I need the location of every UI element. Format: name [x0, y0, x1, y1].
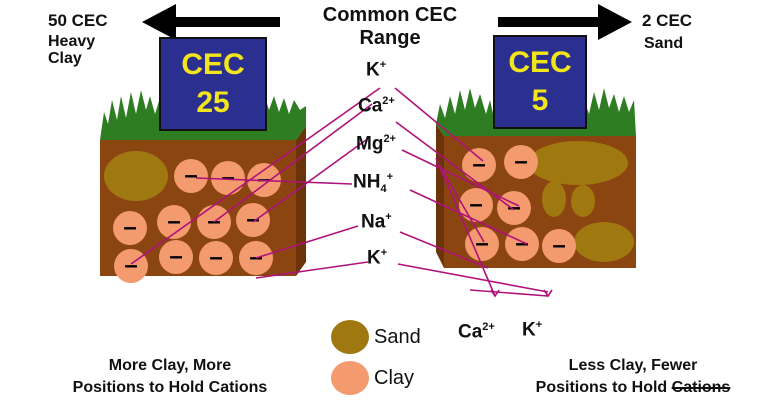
- page-title-line2: Range: [359, 27, 421, 49]
- legend-sand-label: Sand: [374, 326, 421, 348]
- ion-ca: Ca2+: [358, 95, 395, 117]
- cation-connection-lines: [130, 87, 553, 298]
- clay-particle: [174, 159, 208, 193]
- left-soil-block: –––––––––––: [100, 37, 306, 283]
- sand-particle: [542, 181, 566, 217]
- right-sign-text: CEC 5: [494, 44, 586, 120]
- free-ion-ca: Ca2+: [458, 321, 495, 343]
- connection-line: [399, 231, 489, 269]
- connection-line: [439, 165, 485, 243]
- left-soil-type-line1: Heavy: [48, 33, 96, 50]
- legend-clay-label: Clay: [374, 367, 415, 389]
- connection-line: [255, 261, 369, 279]
- legend-sand-swatch: [331, 320, 369, 354]
- sand-particle: [574, 222, 634, 262]
- connection-line: [213, 103, 373, 223]
- left-soil-type: Heavy Clay: [48, 33, 95, 67]
- right-caption-struck-word: Cations: [671, 379, 731, 396]
- arrowhead: [490, 289, 500, 298]
- page-title-line1: Common CEC: [322, 4, 458, 26]
- right-sign: [493, 35, 587, 129]
- right-soil-type: Sand: [644, 35, 684, 52]
- right-caption-line2: Positions to Hold Cations: [535, 379, 731, 396]
- clay-particle: [157, 205, 191, 239]
- negative-charge: –: [515, 230, 528, 257]
- ion-k-2: K+: [367, 247, 388, 269]
- negative-charge: –: [246, 206, 259, 233]
- clay-particle: [236, 203, 270, 237]
- connection-line: [397, 263, 549, 293]
- negative-charge: –: [167, 208, 180, 235]
- negative-charge: –: [507, 194, 520, 221]
- legend-clay-swatch: [331, 361, 369, 395]
- right-cec-value: 2 CEC: [642, 11, 693, 30]
- connection-line: [255, 225, 359, 259]
- ion-na: Na+: [361, 211, 392, 233]
- negative-charge: –: [552, 232, 565, 259]
- left-sign-line1: CEC: [181, 48, 245, 81]
- negative-charge: –: [169, 243, 182, 270]
- right-caption: Less Clay, Fewer Positions to Hold Catio…: [500, 355, 766, 399]
- sand-particle: [571, 185, 595, 217]
- ion-k: K+: [366, 59, 387, 81]
- clay-particle: [113, 211, 147, 245]
- negative-charge: –: [514, 148, 527, 175]
- ion-mg: Mg2+: [356, 133, 396, 155]
- connection-line: [469, 289, 549, 297]
- clay-particle: [462, 148, 496, 182]
- right-soil-block: –––––––: [436, 35, 636, 268]
- clay-particle: [211, 161, 245, 195]
- connection-line: [395, 121, 515, 211]
- connection-line: [401, 149, 520, 207]
- clay-particle: [199, 241, 233, 275]
- left-sign: [159, 37, 267, 131]
- left-sign-line2: 25: [196, 86, 230, 119]
- connection-line: [130, 87, 381, 265]
- left-caption: More Clay, More Positions to Hold Cation…: [30, 355, 310, 399]
- left-arrow: [142, 4, 280, 40]
- left-cec-value: 50 CEC: [48, 11, 108, 30]
- negative-charge: –: [209, 244, 222, 271]
- clay-particle: [159, 240, 193, 274]
- page-title: Common CEC Range: [290, 4, 490, 50]
- negative-charge: –: [475, 230, 488, 257]
- right-caption-line1: Less Clay, Fewer: [568, 357, 698, 374]
- negative-charge: –: [124, 252, 137, 279]
- right-sign-line2: 5: [531, 84, 549, 117]
- left-caption-line2: Positions to Hold Cations: [72, 379, 268, 396]
- negative-charge: –: [469, 191, 482, 218]
- connection-line: [195, 177, 353, 185]
- sand-particle: [528, 141, 628, 185]
- connection-line: [435, 157, 496, 297]
- negative-charge: –: [123, 214, 136, 241]
- left-soil-type-line2: Clay: [48, 50, 82, 67]
- left-caption-line1: More Clay, More: [108, 357, 232, 374]
- free-ion-k: K+: [522, 319, 543, 341]
- connection-line: [394, 87, 484, 162]
- negative-charge: –: [221, 164, 234, 191]
- arrowhead: [543, 289, 553, 298]
- connection-line: [252, 139, 367, 223]
- clay-particle: [542, 229, 576, 263]
- clay-particle: [504, 145, 538, 179]
- negative-charge: –: [184, 162, 197, 189]
- clay-particle: [505, 227, 539, 261]
- sand-particle: [104, 151, 168, 201]
- ion-nh4: NH4+: [353, 171, 394, 196]
- left-sign-text: CEC 25: [160, 46, 266, 122]
- negative-charge: –: [472, 151, 485, 178]
- clay-particle: [465, 227, 499, 261]
- right-sign-line1: CEC: [508, 46, 572, 79]
- connection-line: [409, 189, 528, 245]
- right-arrow: [498, 4, 632, 40]
